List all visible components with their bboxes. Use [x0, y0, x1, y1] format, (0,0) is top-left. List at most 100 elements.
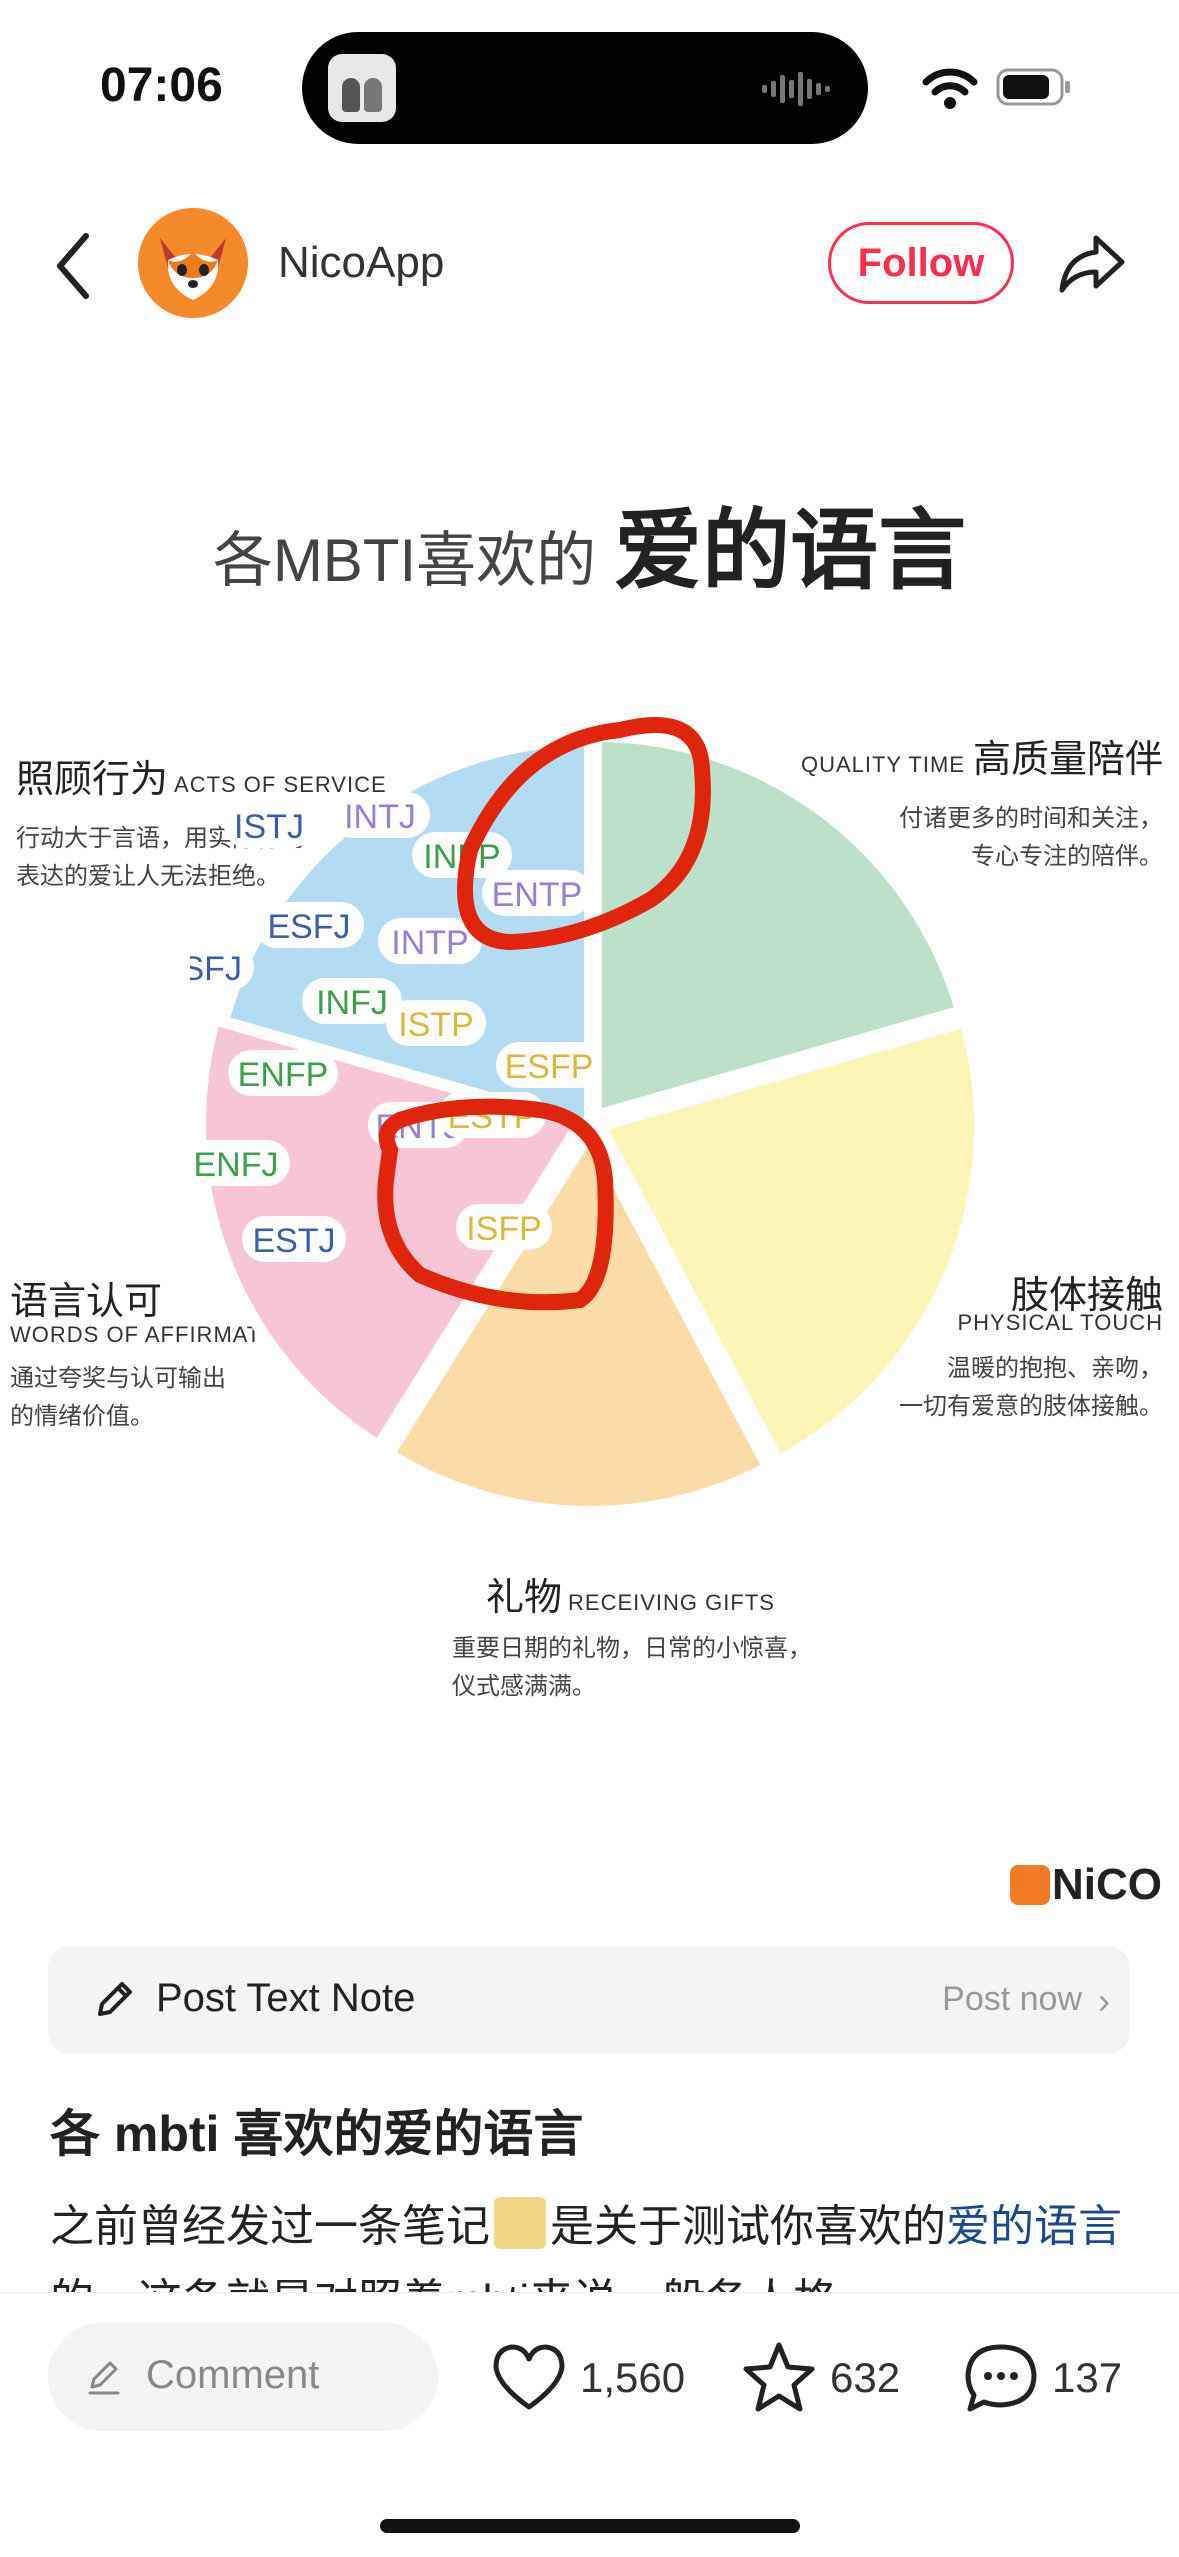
- wifi-icon: [922, 68, 978, 109]
- section-touch-desc-line1: 温暖的抱抱、亲吻，: [947, 1355, 1163, 1382]
- type-label-entp: ENTP: [492, 876, 583, 914]
- home-indicator[interactable]: [380, 2519, 800, 2533]
- section-gifts-en: RECEIVING GIFTS: [568, 1590, 775, 1615]
- edit-pen-icon: [88, 2361, 120, 2395]
- type-label-infj: INFJ: [316, 984, 388, 1022]
- type-label-estj: ESTJ: [252, 1222, 335, 1260]
- section-touch-title: 肢体接触: [1010, 1275, 1163, 1317]
- graphic-title: 各MBTI喜欢的爱的语言: [0, 480, 1179, 607]
- star-icon: [743, 2342, 815, 2412]
- like-button[interactable]: 1,560: [490, 2333, 685, 2423]
- type-pill-entp: ENTP: [482, 870, 592, 916]
- type-label-isfj: ISFJ: [190, 950, 242, 988]
- avatar[interactable]: [138, 208, 248, 318]
- post-text-note-label: Post Text Note: [156, 1976, 416, 2020]
- type-label-infp: INFP: [423, 838, 500, 876]
- type-pill-enfp: ENFP: [228, 1050, 338, 1096]
- section-quality-zh: 高质量陪伴: [972, 739, 1163, 781]
- section-words-desc-line1: 通过夸奖与认可输出: [10, 1365, 226, 1392]
- post-body-part2: 是关于测试你喜欢的: [550, 2202, 946, 2251]
- type-label-estp: ESTP: [448, 1098, 537, 1136]
- memo-emoji-icon: [494, 2197, 546, 2249]
- pie-slice-gifts: [380, 1120, 777, 1518]
- follow-button[interactable]: Follow: [828, 222, 1014, 304]
- section-words-title: 语言认可: [10, 1281, 163, 1323]
- type-pill-infp: INFP: [412, 832, 512, 878]
- section-gifts-desc-line1: 重要日期的礼物，日常的小惊喜，: [452, 1635, 812, 1662]
- section-touch-desc: 温暖的抱抱、亲吻， 一切有爱意的肢体接触。: [899, 1350, 1163, 1426]
- graphic-title-light: 各MBTI喜欢的: [212, 527, 597, 594]
- pie-slice-touch: [591, 1013, 986, 1470]
- type-pill-enfj: ENFJ: [190, 1140, 290, 1186]
- type-pill-isfp: ISFP: [456, 1204, 552, 1250]
- chat-bubble-icon: [965, 2344, 1037, 2412]
- type-pill-esfj: ESFJ: [254, 902, 364, 948]
- audio-waveform-icon: [762, 72, 830, 106]
- section-quality-desc-line2: 专心专注的陪伴。: [971, 843, 1163, 870]
- section-gifts-desc: 重要日期的礼物，日常的小惊喜， 仪式感满满。: [452, 1630, 812, 1706]
- status-time: 07:06: [100, 59, 223, 112]
- favorite-count: 632: [830, 2354, 901, 2401]
- post-body: 之前曾经发过一条笔记是关于测试你喜欢的爱的语言的，这条就是对照着mbti来说一般…: [50, 2190, 1140, 2300]
- account-name[interactable]: NicoApp: [278, 238, 445, 287]
- section-gifts-zh: 礼物: [486, 1577, 563, 1619]
- type-label-istj: ISTJ: [234, 808, 304, 846]
- now-playing-thumbnail: [328, 54, 396, 122]
- type-pill-istp: ISTP: [386, 1000, 486, 1046]
- comment-placeholder: Comment: [146, 2353, 320, 2397]
- favorite-button[interactable]: 632: [740, 2333, 900, 2423]
- nico-watermark-logo: NiCO: [1010, 1860, 1162, 1910]
- back-icon[interactable]: [44, 226, 104, 306]
- section-words-desc: 通过夸奖与认可输出 的情绪价值。: [10, 1360, 226, 1436]
- chevron-right-icon: ›: [1098, 1980, 1110, 2021]
- fox-avatar-icon: [138, 208, 248, 318]
- section-quality-en: QUALITY TIME: [800, 752, 965, 777]
- type-pill-estp: ESTP: [438, 1092, 546, 1138]
- post-now-link[interactable]: Post now: [942, 1980, 1082, 2018]
- section-quality-title: QUALITY TIME 高质量陪伴: [795, 728, 1163, 783]
- type-pill-esfp: ESFP: [496, 1042, 602, 1088]
- section-words-desc-line2: 的情绪价值。: [10, 1403, 154, 1430]
- love-language-pie: INTJ ISTJ INFP ENTP ESFJ INTP ISFJ INFJ …: [190, 729, 986, 1518]
- type-label-istp: ISTP: [398, 1006, 474, 1044]
- section-service-zh: 照顾行为: [16, 759, 169, 801]
- section-touch-en: PHYSICAL TOUCH: [957, 1310, 1163, 1335]
- comments-button[interactable]: 137: [962, 2333, 1122, 2423]
- section-service-desc-line2: 表达的爱让人无法拒绝。: [16, 863, 280, 890]
- battery-icon: [996, 68, 1070, 106]
- pencil-icon: [98, 1982, 132, 2016]
- section-quality-desc: 付诸更多的时间和关注， 专心专注的陪伴。: [899, 800, 1163, 876]
- type-pill-istj: ISTJ: [224, 802, 314, 848]
- dynamic-island[interactable]: [302, 32, 868, 144]
- type-pill-estj: ESTJ: [242, 1216, 346, 1262]
- section-touch-desc-line2: 一切有爱意的肢体接触。: [899, 1393, 1163, 1420]
- type-label-esfj: ESFJ: [267, 908, 350, 946]
- fox-logo-icon: [1010, 1865, 1050, 1905]
- comment-input[interactable]: Comment: [48, 2323, 438, 2431]
- type-label-isfp: ISFP: [466, 1210, 542, 1248]
- heart-icon: [493, 2344, 565, 2410]
- section-gifts-desc-line2: 仪式感满满。: [452, 1673, 596, 1700]
- section-quality-desc-line1: 付诸更多的时间和关注，: [899, 805, 1163, 832]
- type-pill-isfj: ISFJ: [190, 944, 254, 990]
- bottom-action-bar: Comment 1,560 632 137: [0, 2292, 1179, 2557]
- type-label-enfp: ENFP: [238, 1056, 329, 1094]
- type-label-intj: INTJ: [344, 798, 416, 836]
- graphic-title-bold: 爱的语言: [614, 501, 967, 600]
- post-title: 各 mbti 喜欢的爱的语言: [50, 2106, 584, 2162]
- post-body-hashtag-link[interactable]: 爱的语言: [946, 2202, 1122, 2251]
- type-pill-infj: INFJ: [302, 978, 402, 1024]
- share-icon[interactable]: [1056, 228, 1128, 298]
- type-label-intp: INTP: [391, 924, 468, 962]
- type-label-esfp: ESFP: [505, 1048, 594, 1086]
- comment-count: 137: [1052, 2354, 1123, 2401]
- nico-logo-text: NiCO: [1052, 1860, 1162, 1909]
- post-body-part1: 之前曾经发过一条笔记: [50, 2202, 490, 2251]
- type-label-enfj: ENFJ: [194, 1146, 279, 1184]
- type-pill-intp: INTP: [378, 918, 482, 964]
- type-pill-intj: INTJ: [330, 792, 430, 838]
- like-count: 1,560: [580, 2354, 686, 2401]
- post-text-note-bar[interactable]: Post Text Note Post now ›: [48, 1946, 1130, 2054]
